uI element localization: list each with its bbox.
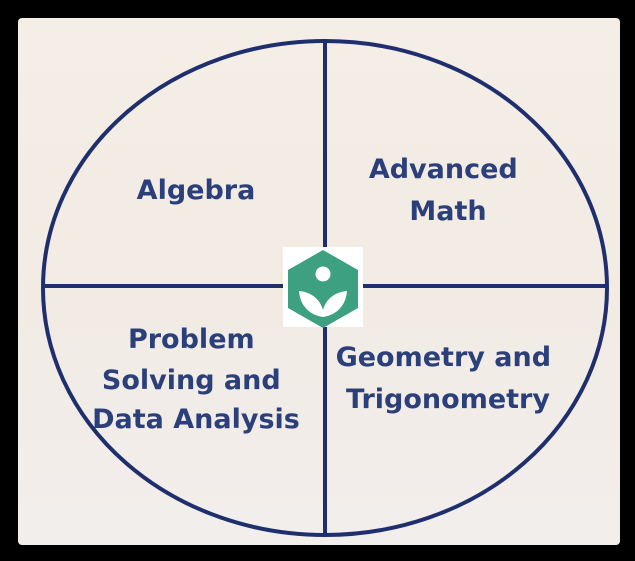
quadrant-label-geometry-trigonometry: Geometry and Trigonometry — [336, 342, 561, 415]
khan-academy-leaf-icon — [283, 247, 363, 328]
quadrant-label-algebra: Algebra — [137, 175, 256, 206]
quadrant-label-advanced-math: Advanced Math — [369, 154, 527, 227]
quadrant-label-problem-solving: Problem Solving and Data Analysis — [92, 324, 300, 435]
